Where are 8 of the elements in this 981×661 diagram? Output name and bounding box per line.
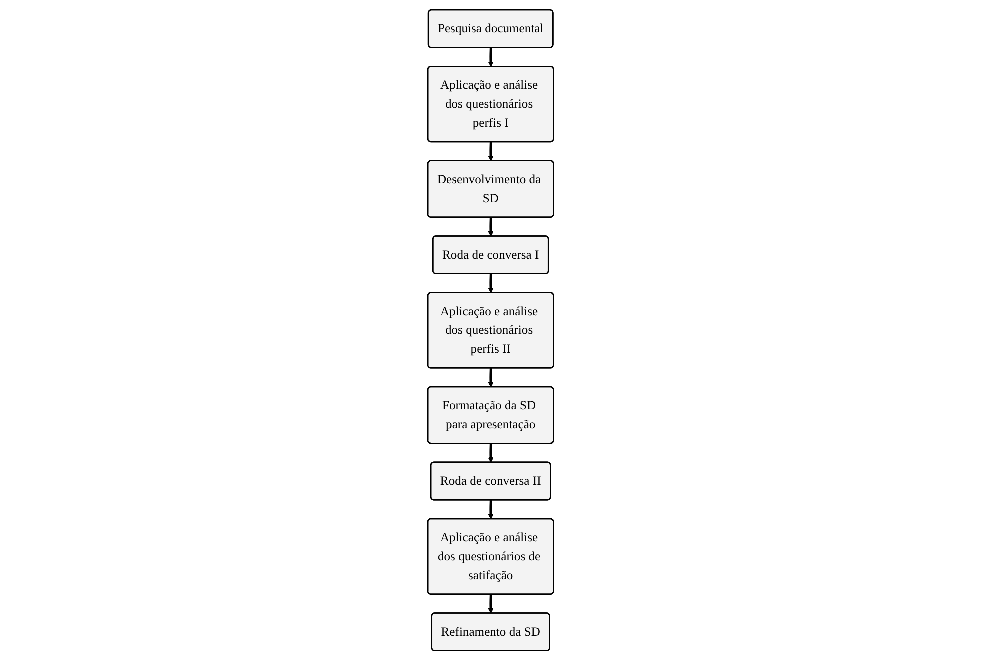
arrow — [488, 218, 494, 237]
arrow — [488, 274, 494, 294]
arrow — [488, 48, 494, 68]
arrow — [488, 594, 494, 614]
arrow — [488, 142, 494, 162]
arrow — [488, 368, 494, 388]
arrow — [488, 444, 494, 463]
arrow — [488, 500, 494, 520]
